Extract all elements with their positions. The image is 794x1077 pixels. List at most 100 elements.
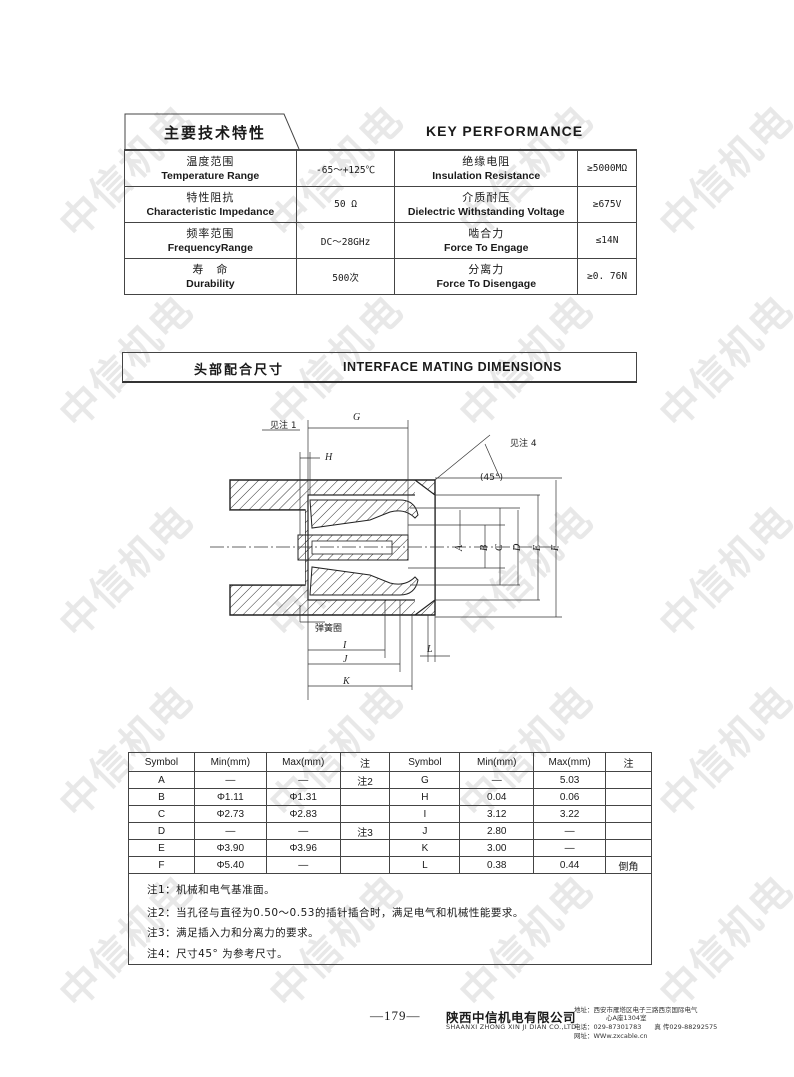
table-cell: K [389,839,461,857]
dimension-lines [262,420,562,700]
param-value: ≥0. 76N [577,258,637,295]
table-cell [605,822,652,840]
table-cell: Φ2.73 [193,805,267,823]
company-address-line2: 心A座1304室 [606,1014,647,1022]
param-value: ≤14N [577,222,637,259]
table-cell: 5.03 [533,771,607,789]
table-cell: 0.06 [533,788,607,806]
table-cell: — [533,839,607,857]
angle-label: (45°) [480,473,503,483]
column-header: Symbol [389,752,461,772]
dim-label-j: J [343,654,348,665]
dim-label-l: L [426,644,433,655]
table-cell: — [193,822,267,840]
dim-label-h: H [324,452,333,463]
table-cell: Φ3.96 [265,839,341,857]
table-cell: — [265,771,341,789]
table-cell: E [128,839,195,857]
table-cell [339,788,391,806]
table-cell [605,805,652,823]
company-phone: 电话：029-87301783 真 传029-88292575 [574,1023,718,1031]
table-cell: — [193,771,267,789]
column-header: Symbol [128,752,195,772]
table-cell: A [128,771,195,789]
table-cell: Φ1.31 [265,788,341,806]
interface-title-en: INTERFACE MATING DIMENSIONS [343,360,562,374]
company-name-cn: 陕西中信机电有限公司 [446,1010,577,1025]
note1-callout: 见注 1 [270,419,297,431]
dim-label-f: F [550,544,561,552]
table-row: C Φ2.73 Φ2.83 I 3.12 3.22 [128,805,652,823]
connector-cross-section-drawing: G 见注 1 H 见注 4 (45°) A B C D E F 弹簧圈 I J … [210,412,562,700]
table-cell: — [533,822,607,840]
note-3: 注3：满足插入力和分离力的要求。 [147,927,320,939]
table-row: D — — 注3 J 2.80 — [128,822,652,840]
page-number: —179— [370,1008,421,1023]
table-cell [605,839,652,857]
key-performance-header [124,113,637,150]
table-cell: L [389,856,461,874]
table-cell: B [128,788,195,806]
table-cell: C [128,805,195,823]
table-cell: 注3 [339,822,391,840]
column-header: Min(mm) [459,752,535,772]
param-value: 50 Ω [295,186,396,223]
table-cell: D [128,822,195,840]
interface-header [122,352,637,383]
watermark: 中信机电 [651,96,794,248]
table-cell: Φ1.11 [193,788,267,806]
param-value: ≥5000MΩ [577,150,637,187]
company-website: 网址：WWw.zxcable.cn [574,1032,648,1040]
interface-title-cn: 头部配合尺寸 [194,363,285,378]
header-tab-shape [124,113,300,149]
dim-label-b: B [479,545,490,551]
table-cell: 2.80 [459,822,535,840]
table-row: B Φ1.11 Φ1.31 H 0.04 0.06 [128,788,652,806]
table-cell: G [389,771,461,789]
key-performance-title-en: KEY PERFORMANCE [426,123,584,139]
table-cell: J [389,822,461,840]
table-cell: 3.12 [459,805,535,823]
table-cell: 0.44 [533,856,607,874]
company-address: 地址：西安市雁塔区电子三路西京国际电气 [574,1006,698,1014]
table-cell: 倒角 [605,856,652,874]
watermark: 中信机电 [651,496,794,648]
dim-label-k: K [342,676,351,687]
dim-label-e: E [532,545,543,552]
column-header: 注 [339,752,391,772]
param-value: 500次 [295,258,396,295]
watermark: 中信机电 [651,286,794,438]
watermark: 中信机电 [51,496,203,648]
company-name-en: SHAANXI ZHONG XIN JI DIAN CO.,LTD [446,1023,577,1031]
table-cell [605,788,652,806]
table-cell: 注2 [339,771,391,789]
note-1: 注1：机械和电气基准面。 [147,884,276,896]
note-2: 注2：当孔径与直径为0.50～0.53的插针插合时，满足电气和机械性能要求。 [147,907,524,919]
dim-label-d: D [512,543,523,552]
table-cell: Φ2.83 [265,805,341,823]
table-cell [605,771,652,789]
table-cell: Φ5.40 [193,856,267,874]
table-row: F Φ5.40 — L 0.38 0.44 倒角 [128,856,652,874]
spring-ring-label: 弹簧圈 [315,622,342,634]
table-cell: 3.00 [459,839,535,857]
table-cell: 0.04 [459,788,535,806]
table-cell: Φ3.90 [193,839,267,857]
table-cell [339,839,391,857]
column-header: 注 [605,752,652,772]
key-performance-title-cn: 主要技术特性 [164,124,267,142]
column-header: Min(mm) [193,752,267,772]
table-row: E Φ3.90 Φ3.96 K 3.00 — [128,839,652,857]
